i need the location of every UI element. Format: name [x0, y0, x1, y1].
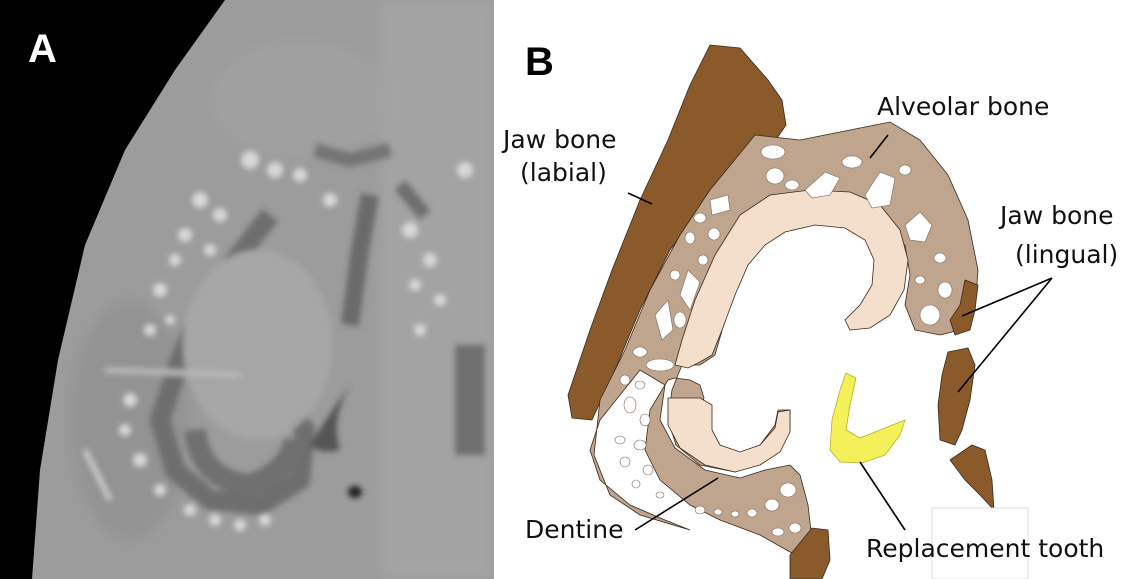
panel-b-letter: B: [525, 40, 554, 84]
label-dentine: Dentine: [525, 515, 623, 544]
jaw-bone-lingual-middle: [938, 348, 975, 445]
panel-a-micrograph: [0, 0, 494, 579]
leader-replacement-tooth: [860, 462, 905, 530]
label-alveolar-bone: Alveolar bone: [877, 92, 1049, 121]
panel-a-letter: A: [28, 27, 57, 71]
label-jaw-bone-lingual-2: (lingual): [1015, 240, 1118, 269]
replacement-tooth: [830, 373, 905, 463]
label-jaw-bone-lingual-1: Jaw bone: [998, 201, 1113, 230]
label-jaw-bone-labial-2: (labial): [520, 158, 607, 187]
label-jaw-bone-labial-1: Jaw bone: [501, 125, 616, 154]
jaw-bone-lingual-lower: [950, 445, 994, 510]
label-replacement-tooth: Replacement tooth: [866, 534, 1104, 563]
